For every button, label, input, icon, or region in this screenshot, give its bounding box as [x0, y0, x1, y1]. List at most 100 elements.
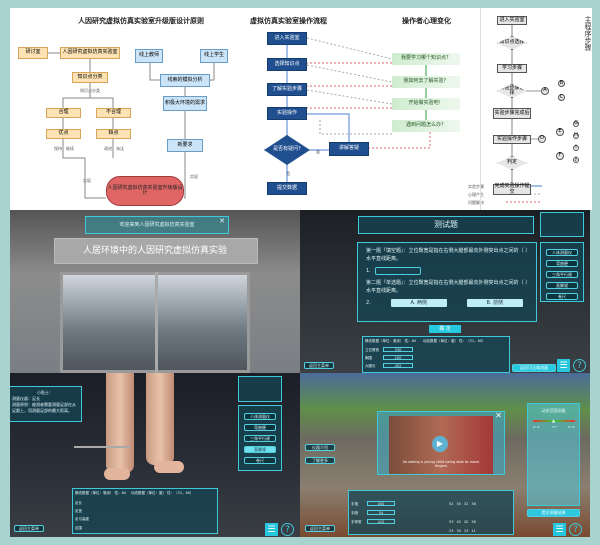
dyn-value[interactable]: 42 — [456, 520, 461, 524]
row-label: 足弓高度 — [75, 517, 89, 521]
tool-menu-item[interactable]: 卷尺 — [244, 457, 276, 464]
flow-node: 研讨室 — [18, 47, 48, 59]
flow4-circle: H — [573, 132, 579, 139]
welcome-banner: 欢迎来到人因研究虚拟仿真实验室✕ — [85, 216, 229, 234]
row-input[interactable]: 450 — [367, 501, 395, 506]
close-icon[interactable]: ✕ — [219, 217, 225, 225]
flow4-circle: B — [558, 79, 565, 87]
slider-thumb[interactable]: ▲ — [552, 418, 556, 423]
back-to-menu-button[interactable]: 返回主菜单 — [14, 525, 44, 532]
back-to-menu-button[interactable]: 返回主菜单 — [304, 362, 334, 369]
tool-menu-item[interactable]: 人体测量仪 — [546, 249, 578, 256]
tool-menu: 人体测量仪 弯曲梗 三角平行规 直脚规 卷尺 — [238, 405, 282, 471]
program-flow: 进入实验室 知识点选择 学习步骤 实验步骤选择 实验步骤完成后 实验操作步骤 判… — [480, 8, 592, 210]
row-label: 足围 — [75, 526, 82, 530]
flow4-circle: G — [573, 120, 579, 127]
flow4-node: 进入实验室 — [497, 16, 527, 25]
flow4-circle: C — [558, 93, 565, 101]
flow-step: 实验操作 — [267, 107, 307, 120]
dyn-value[interactable]: 53 — [449, 520, 454, 524]
slider-label: 0°-8 — [533, 425, 540, 429]
legend-label: 心理产生 — [468, 192, 484, 197]
q1-answer-input[interactable] — [374, 267, 421, 275]
dyn-value[interactable]: 20 — [463, 520, 469, 524]
confirm-button[interactable]: 确 定 — [429, 325, 461, 333]
flow4-circle: A — [541, 87, 549, 95]
range-slider[interactable] — [533, 420, 575, 422]
play-icon[interactable]: ▶ — [432, 436, 448, 452]
edge-label: 保持 — [54, 146, 62, 151]
flow-node: 线上教师 — [135, 49, 163, 63]
submit-results-button[interactable]: 提交测量结果 — [527, 509, 580, 517]
flow-step: 进入实验室 — [267, 32, 307, 45]
help-icon[interactable]: ? — [569, 523, 582, 536]
tool-menu-item[interactable]: 弯曲梗 — [546, 260, 578, 267]
flow2-title: 虚拟仿真实验室操作流程 — [250, 17, 327, 25]
slider-label: 37° — [552, 425, 558, 429]
tool-menu-item[interactable]: 直脚规 — [546, 282, 578, 289]
dyn-value[interactable]: 32 — [463, 502, 469, 506]
legend-label: 实验步骤 — [468, 184, 484, 189]
tool-menu-item-active[interactable]: 直脚规 — [244, 446, 276, 453]
close-icon[interactable]: ✕ — [495, 411, 502, 420]
menu-icon[interactable]: ☰ — [557, 359, 570, 372]
tool-menu-item[interactable]: 三角平行规 — [244, 435, 276, 442]
flow4-node: 实验步骤选择 — [497, 84, 527, 98]
q2-number: 2. — [366, 300, 371, 306]
side-title: 主程序步骤 — [584, 16, 592, 51]
quiz-panel: 第一题『填空题』：立位臀宽是指在右侧大腿部最向外侧突出点之间的（ ）水平直线距离… — [357, 242, 537, 322]
menu-icon[interactable]: ☰ — [553, 523, 566, 536]
tool-menu-item[interactable]: 三角平行规 — [546, 271, 578, 278]
flow3-title: 操作者心理变化 — [402, 17, 451, 25]
help-icon[interactable]: ? — [573, 359, 586, 372]
tool-menu-item[interactable]: 弯曲梗 — [244, 424, 276, 431]
row-input[interactable]: 330 — [383, 347, 413, 352]
row-input[interactable]: 200 — [383, 355, 413, 360]
tip-title: 小贴士： — [37, 390, 53, 395]
row-label: 手掌宽 — [351, 520, 362, 524]
flow4-node: 知识点选择 — [497, 36, 527, 50]
flow4-node: 实验操作步骤 — [493, 135, 531, 144]
edge-label: 实现 — [190, 174, 198, 179]
dyn-value[interactable]: 38 — [471, 520, 476, 524]
scene-foot-measure: 小贴士： 测量仪器：足长 测量原则：被测者需要测量足部在从足跟上，用测量足部的最… — [10, 373, 300, 537]
table-header: 静态数据（单位：毫米） 性：60 — [75, 491, 127, 495]
table-header: 动态数据（单位：度） 性：（31，60） — [423, 339, 486, 343]
table-header: 动态数据（单位：度） 性：（31，60） — [131, 491, 194, 495]
flow1-title: 人因研究虚拟仿真实验室升级版设计原则 — [78, 17, 204, 25]
flow4-node: 实验步骤完成后 — [493, 108, 531, 119]
scene-quiz: 测试题 第一题『填空题』：立位臀宽是指在右侧大腿部最向外侧突出点之间的（ ）水平… — [300, 210, 590, 373]
flow-node: 线上学生 — [200, 49, 228, 63]
option-b[interactable]: B. 前侧 — [466, 299, 523, 307]
row-input[interactable]: 452 — [383, 363, 413, 368]
row-input[interactable]: 54 — [367, 510, 395, 515]
tool-menu-item[interactable]: 人体测量仪 — [244, 413, 276, 420]
help-icon[interactable]: ? — [281, 523, 294, 536]
flow-step: 提交数据 — [267, 182, 307, 195]
dyn-value[interactable]: 30 — [456, 529, 461, 533]
tool-menu-item[interactable]: 卷尺 — [546, 293, 578, 300]
dyn-value[interactable]: 50 — [456, 502, 461, 506]
menu-icon[interactable]: ☰ — [265, 523, 278, 536]
psych-state: 我要学习哪个知识点？ — [392, 53, 460, 65]
row-label: 足长 — [75, 501, 82, 505]
flow-resolve: 讲解答疑 — [329, 142, 369, 156]
row-label: 立位臀宽 — [365, 348, 379, 352]
tool-menu: 人体测量仪 弯曲梗 三角平行规 直脚规 卷尺 — [540, 242, 584, 302]
dyn-value[interactable]: 52 — [449, 502, 454, 506]
learn-more-button[interactable]: 了解更多 — [305, 457, 335, 464]
edge-label-yes: 是 — [316, 149, 320, 154]
dyn-value[interactable]: 23 — [449, 529, 454, 533]
option-a[interactable]: A. 两侧 — [390, 299, 447, 307]
caliper-tool[interactable] — [74, 446, 130, 448]
dyn-value[interactable]: 38 — [471, 502, 476, 506]
return-reach-button[interactable]: 返回可达域测量 — [512, 364, 556, 372]
dyn-value[interactable]: 11 — [471, 529, 476, 533]
q1-number: 1. — [366, 268, 371, 274]
instrument-intro-button[interactable]: 仪器介绍 — [305, 444, 335, 451]
legend-label: 问题解决 — [468, 200, 484, 205]
dyn-value[interactable]: 23 — [463, 529, 469, 533]
back-to-menu-button[interactable]: 返回主菜单 — [305, 525, 335, 532]
row-input[interactable]: 412 — [367, 519, 395, 524]
table-header: 静态数据（单位：毫米） 性：60 — [365, 339, 417, 343]
